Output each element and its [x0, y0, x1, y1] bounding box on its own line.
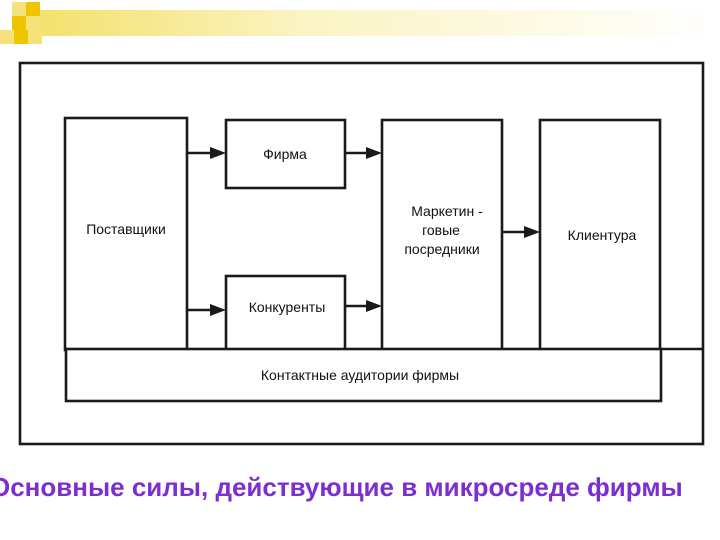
arrow-firm-to-intermediaries	[345, 147, 382, 159]
clients-box	[538, 118, 662, 352]
suppliers-label: Поставщики	[86, 221, 166, 237]
decor-square	[12, 16, 26, 30]
arrow-competitors-to-intermediaries	[345, 300, 382, 312]
decor-square	[26, 2, 40, 16]
header-decoration-bar	[30, 10, 720, 36]
decor-square	[14, 30, 28, 44]
arrow-suppliers-to-competitors	[187, 304, 226, 316]
contact-audiences-box	[64, 347, 663, 403]
firm-box	[224, 118, 347, 190]
microenvironment-diagram: Поставщики Фирма Конкуренты Маркетин - г…	[18, 61, 705, 446]
slide-caption: Основные силы, действующие в микросреде …	[0, 472, 720, 503]
outer-frame	[18, 61, 705, 446]
decor-square	[28, 30, 42, 44]
clients-label: Клиентура	[568, 227, 637, 243]
arrow-suppliers-to-firm	[187, 147, 226, 159]
decor-square	[26, 16, 40, 30]
contact-audiences-label: Контактные аудитории фирмы	[261, 367, 459, 383]
intermediaries-label-line2: говые	[422, 222, 460, 238]
intermediaries-label-line1: Маркетин -	[411, 203, 483, 219]
intermediaries-label-line3: посредники	[404, 241, 479, 257]
decor-square	[0, 30, 14, 44]
intermediaries-box	[380, 118, 504, 352]
slide-caption-text: Основные силы, действующие в микросреде …	[0, 472, 683, 502]
competitors-label: Конкуренты	[249, 299, 326, 315]
firm-label: Фирма	[263, 146, 307, 162]
arrow-intermediaries-to-clients	[502, 226, 540, 238]
decor-square	[12, 2, 26, 16]
